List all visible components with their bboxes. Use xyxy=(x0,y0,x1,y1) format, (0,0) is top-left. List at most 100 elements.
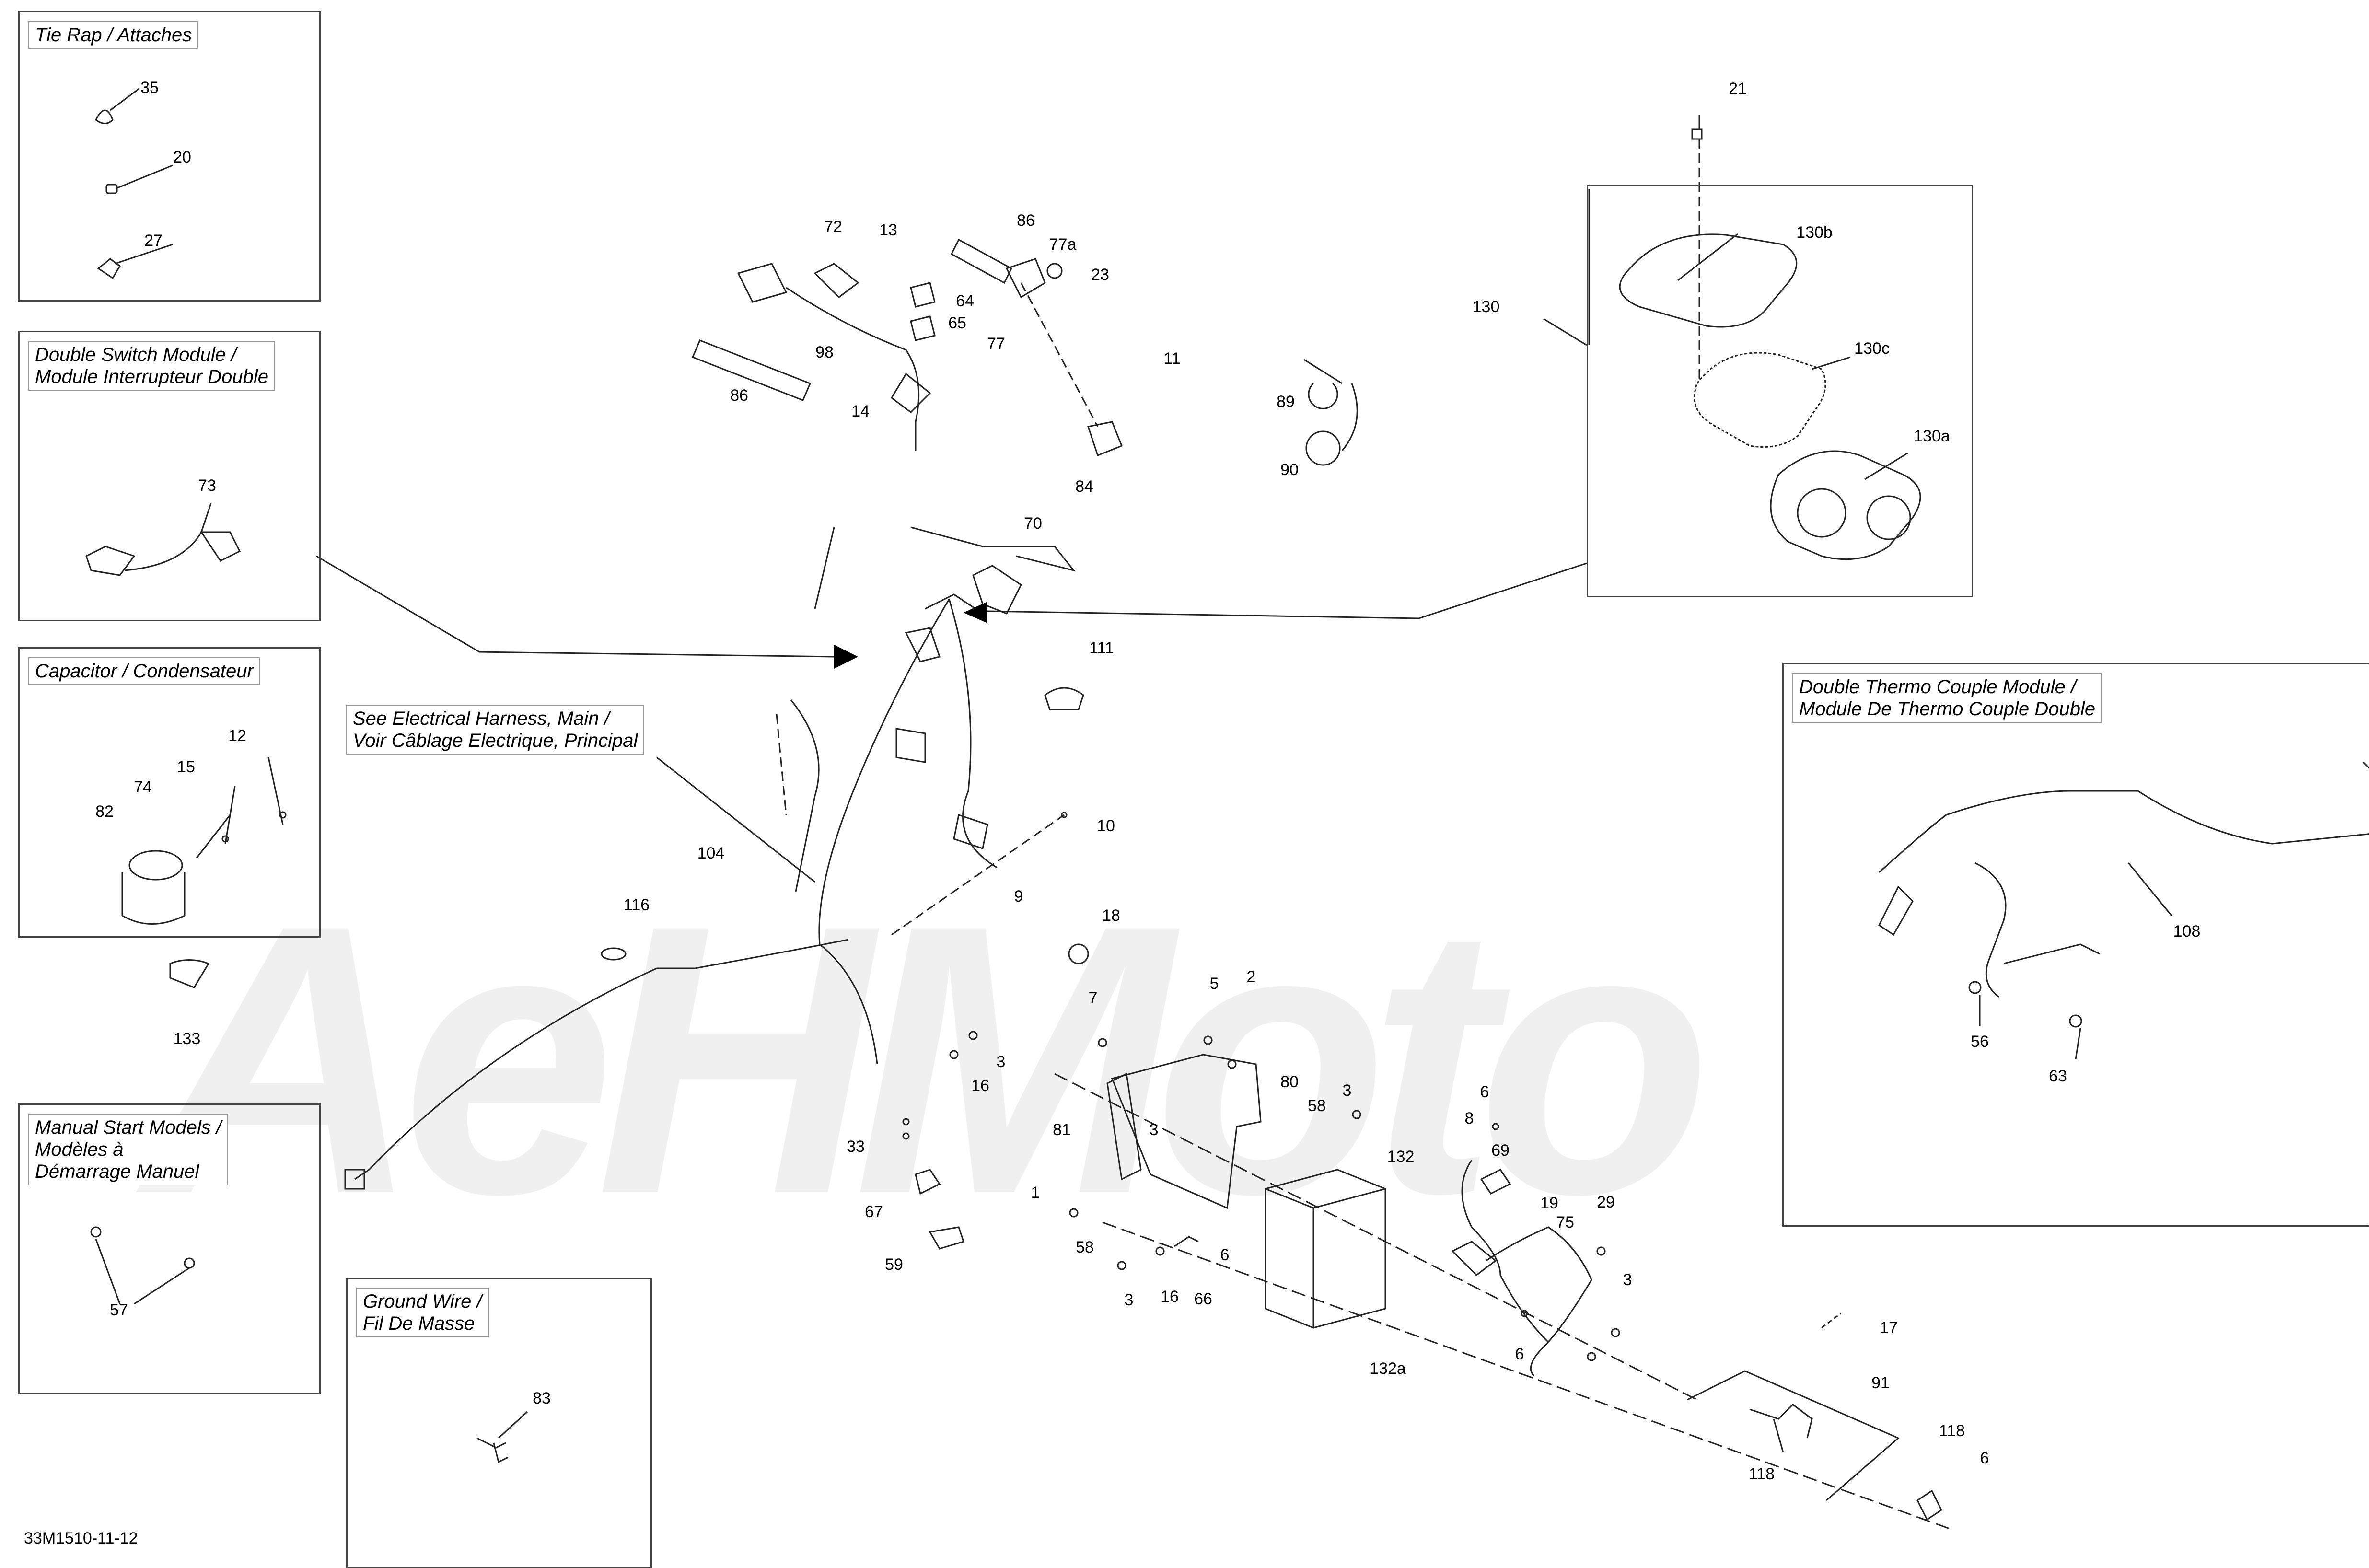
leader-line xyxy=(891,814,1065,936)
callout-23: 23 xyxy=(1091,266,1109,284)
screw-part xyxy=(279,811,287,819)
reference-code: 33M1510-11-12 xyxy=(24,1529,138,1547)
callout-16: 16 xyxy=(971,1077,989,1095)
callout-130a: 130a xyxy=(1914,427,1950,445)
clip-part xyxy=(1691,128,1703,140)
callout-108: 108 xyxy=(2173,922,2201,941)
gauge-lens xyxy=(1694,352,1826,448)
terminal-part xyxy=(1916,1489,1942,1521)
callout-6: 6 xyxy=(1480,1083,1489,1101)
callout-21: 21 xyxy=(1729,80,1747,98)
clip-part xyxy=(2069,1014,2082,1028)
callout-12: 12 xyxy=(228,727,246,745)
harness-connector xyxy=(895,627,988,849)
gauge-dial xyxy=(1797,488,1846,538)
bracket-outline xyxy=(1687,1370,1900,1501)
callout-3-e: 3 xyxy=(1623,1271,1632,1289)
callout-118-b: 118 xyxy=(1939,1422,1965,1440)
callout-98: 98 xyxy=(815,343,834,361)
bolt-part xyxy=(1492,1123,1499,1130)
callout-59: 59 xyxy=(885,1255,903,1274)
callout-6-c: 6 xyxy=(1515,1345,1524,1363)
grommet-part xyxy=(601,947,627,961)
callout-58: 58 xyxy=(1308,1097,1326,1115)
leader-line xyxy=(110,88,139,111)
battery-tray xyxy=(1111,1054,1262,1209)
callout-73: 73 xyxy=(198,476,216,495)
callout-81: 81 xyxy=(1053,1121,1071,1139)
leader-line xyxy=(1812,356,1851,370)
callout-82: 82 xyxy=(95,802,114,821)
nut-part xyxy=(1611,1328,1620,1337)
leader-line xyxy=(776,714,787,815)
callout-132a: 132a xyxy=(1370,1359,1406,1378)
capacitor-part xyxy=(121,872,186,925)
switch-module-part xyxy=(85,531,241,576)
callout-132: 132 xyxy=(1387,1148,1415,1166)
gauge-box xyxy=(1587,185,1973,597)
nut-part xyxy=(90,1226,102,1238)
callout-90: 90 xyxy=(1280,461,1299,479)
main-harness xyxy=(354,526,1076,1180)
callout-66: 66 xyxy=(1194,1290,1212,1308)
leader-line xyxy=(95,1239,121,1304)
callout-86: 86 xyxy=(1017,211,1035,230)
callout-91: 91 xyxy=(1871,1374,1890,1392)
clip-part xyxy=(1968,981,1982,994)
callout-10: 10 xyxy=(1097,817,1115,835)
leader-line xyxy=(1677,233,1738,281)
leader-line xyxy=(134,1267,190,1305)
callout-3-b: 3 xyxy=(1342,1081,1352,1100)
leader-line xyxy=(1821,1312,1841,1329)
leader-line xyxy=(115,244,173,265)
hose-part xyxy=(951,238,1012,284)
callout-9: 9 xyxy=(1014,887,1023,906)
callout-17: 17 xyxy=(1880,1319,1898,1337)
callout-3-c: 3 xyxy=(1149,1121,1159,1139)
callout-16-b: 16 xyxy=(1161,1288,1179,1306)
nut-part xyxy=(1587,1352,1596,1361)
arrow-head xyxy=(964,602,987,623)
callout-130c: 130c xyxy=(1854,339,1890,358)
connector-part xyxy=(1005,258,1046,299)
capacitor-box: Capacitor / Condensateur xyxy=(18,647,321,938)
nut-part xyxy=(1227,1059,1237,1069)
ground-wire-box: Ground Wire /Fil De Masse xyxy=(346,1278,652,1568)
callout-3: 3 xyxy=(996,1053,1006,1071)
capacitor-part xyxy=(169,959,210,988)
callout-77: 77 xyxy=(987,335,1005,353)
nut-part xyxy=(1352,1110,1361,1119)
cable-part xyxy=(1174,1236,1199,1247)
callout-72: 72 xyxy=(824,218,842,236)
leader-line xyxy=(814,527,835,609)
callout-65: 65 xyxy=(948,314,966,332)
callout-118: 118 xyxy=(1748,1465,1775,1483)
grommet-part xyxy=(1046,263,1063,279)
leader-line xyxy=(498,1411,528,1439)
harness-note: See Electrical Harness, Main /Voir Câbla… xyxy=(346,705,645,755)
switch-part xyxy=(1303,359,1358,466)
tie-rap-box: Tie Rap / Attaches xyxy=(18,11,321,302)
leader-line xyxy=(1864,452,1908,480)
callout-20: 20 xyxy=(173,148,191,166)
starter-cable xyxy=(1749,1404,1813,1453)
bolt-part xyxy=(1155,1246,1165,1256)
leader-line xyxy=(1543,318,1587,346)
battery xyxy=(1265,1169,1386,1329)
capacitor-part xyxy=(128,850,183,881)
ground-wire-title: Ground Wire /Fil De Masse xyxy=(356,1288,489,1337)
screw-part xyxy=(221,835,229,843)
callout-58-b: 58 xyxy=(1076,1238,1094,1256)
clip-part xyxy=(97,258,121,279)
callout-29: 29 xyxy=(1597,1193,1615,1211)
callout-18: 18 xyxy=(1102,906,1120,925)
bracket-part xyxy=(1044,687,1084,710)
nut-part xyxy=(1098,1038,1107,1047)
gauge-dial xyxy=(1866,495,1911,540)
leader-line xyxy=(117,164,173,189)
callout-69: 69 xyxy=(1491,1141,1510,1160)
double-switch-box: Double Switch Module /Module Interrupteu… xyxy=(18,331,321,621)
callout-130b: 130b xyxy=(1796,223,1833,242)
callout-3-d: 3 xyxy=(1124,1291,1134,1309)
